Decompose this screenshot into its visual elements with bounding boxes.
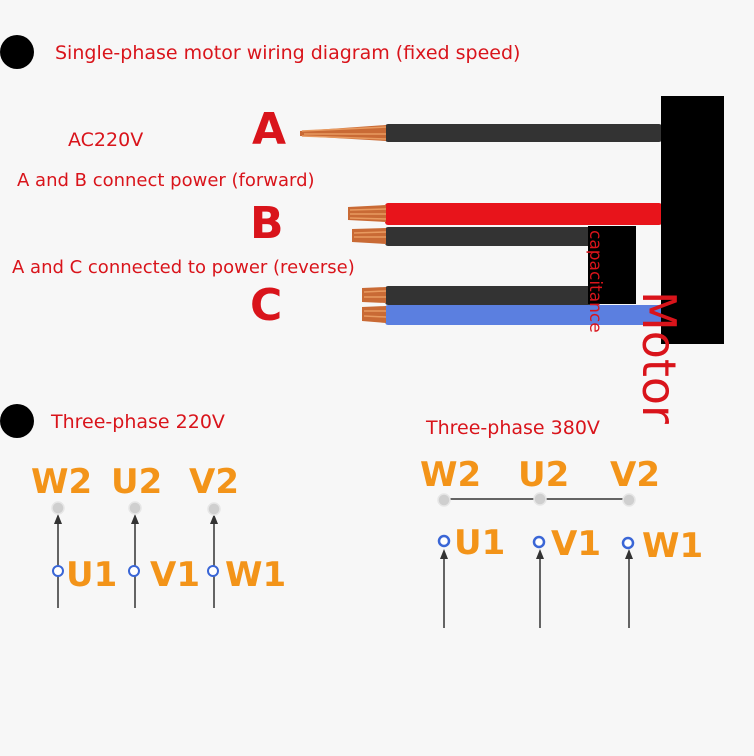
terminal-220-u2: U2: [111, 462, 163, 502]
motor-block: Motor: [632, 96, 724, 424]
wire-c-blue: [362, 305, 662, 325]
wire-b-cap: [352, 227, 595, 246]
motor-label: Motor: [632, 291, 686, 424]
terminal-380-u2: U2: [518, 455, 570, 495]
wire-label-a: A: [252, 104, 287, 155]
three-phase-380-lines: [437, 492, 636, 628]
terminal-380-u1: U1: [454, 523, 506, 563]
terminal-220-v1: V1: [150, 555, 200, 595]
section-bullet-three-phase: [0, 404, 34, 438]
capacitor-block: [588, 226, 636, 304]
wire-label-c: C: [250, 280, 283, 331]
wire-b: [348, 203, 662, 225]
single-phase-title: Single-phase motor wiring diagram (fixed…: [55, 42, 521, 64]
terminal-380-v2: V2: [610, 455, 660, 495]
terminal-220-v2: V2: [189, 462, 239, 502]
capacitor-label: capacitance: [585, 230, 605, 333]
terminal-380-v1: V1: [551, 524, 601, 564]
forward-note: A and B connect power (forward): [17, 170, 315, 191]
three-phase-220-lines: [51, 501, 221, 608]
section-bullet-single-phase: [0, 35, 34, 69]
reverse-note: A and C connected to power (reverse): [12, 257, 355, 278]
voltage-label: AC220V: [68, 129, 144, 151]
terminal-380-w2: W2: [420, 455, 482, 495]
wire-label-b: B: [250, 198, 284, 249]
terminal-220-w2: W2: [31, 462, 93, 502]
terminal-220-w1: W1: [225, 555, 287, 595]
three-phase-380-title: Three-phase 380V: [426, 417, 600, 439]
three-phase-220-title: Three-phase 220V: [51, 411, 225, 433]
wire-a: [300, 124, 662, 142]
terminal-220-u1: U1: [66, 555, 118, 595]
terminal-380-w1: W1: [642, 526, 704, 566]
wire-c: [362, 286, 595, 305]
